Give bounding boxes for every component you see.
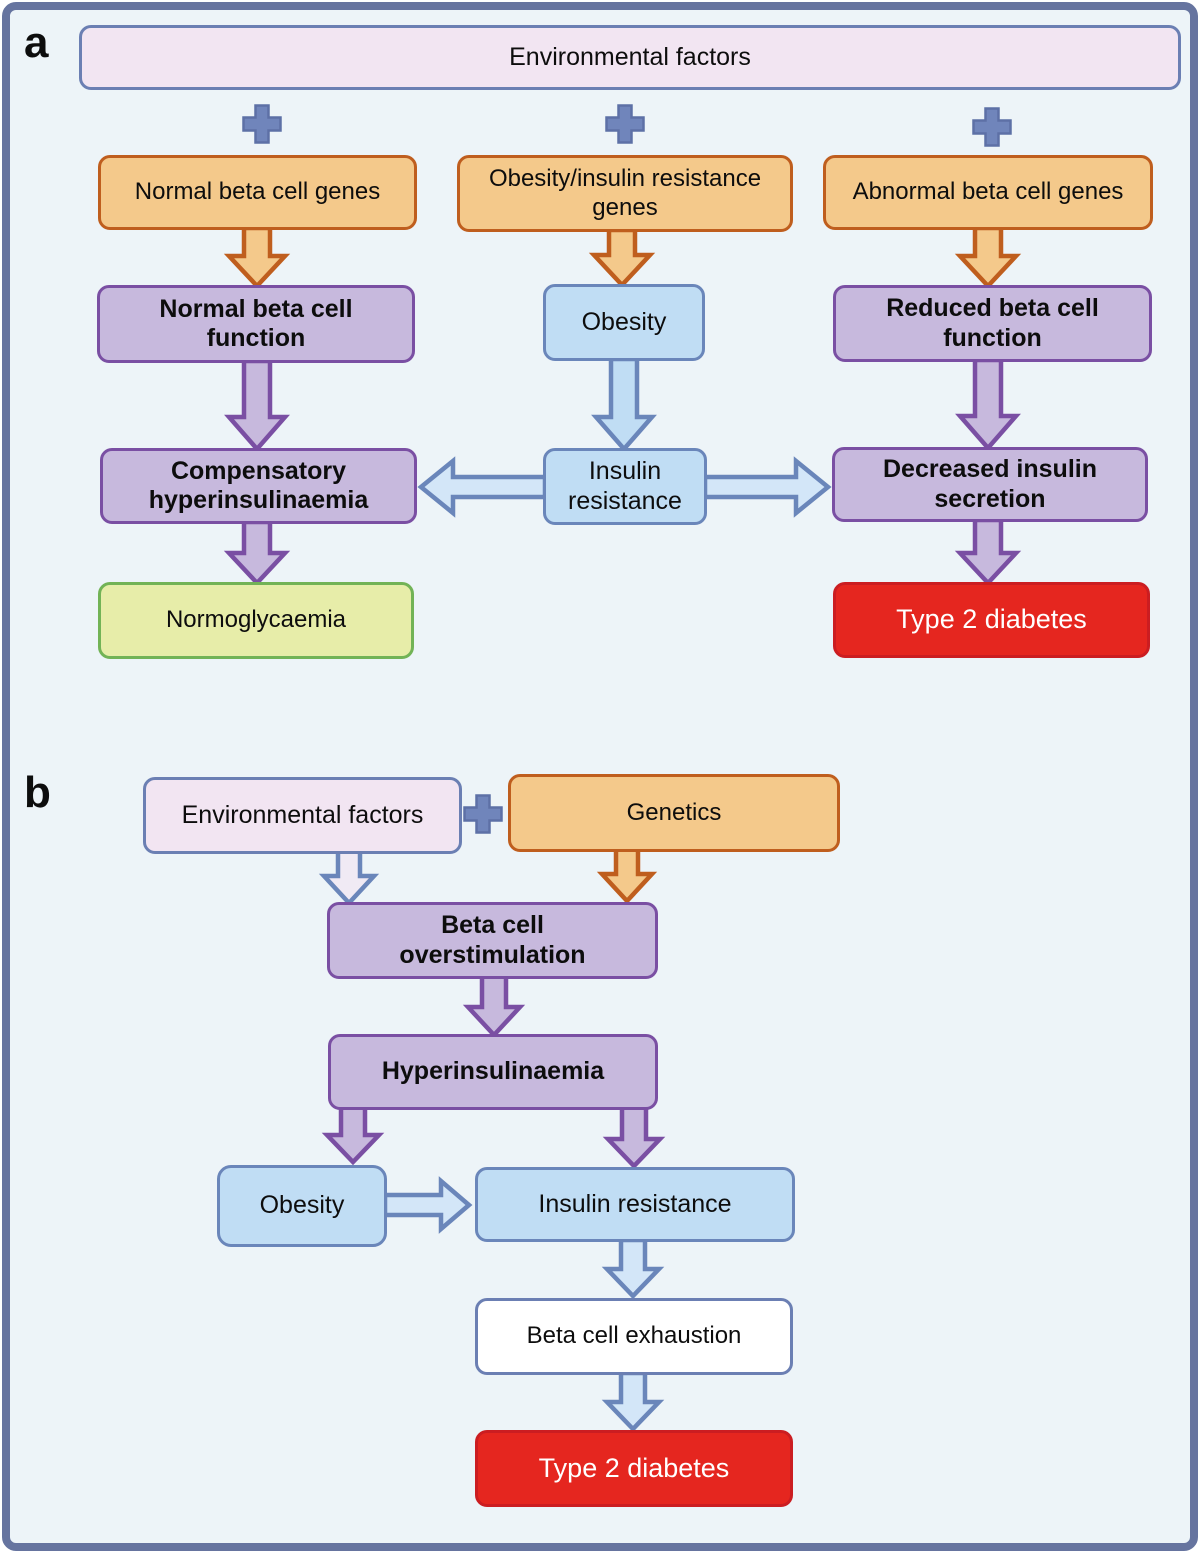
node-type-2-diabetes-b: Type 2 diabetes xyxy=(475,1430,793,1507)
node-obesity-insulin-resistance-genes: Obesity/insulin resistance genes xyxy=(457,155,793,232)
node-environmental-factors-a: Environmental factors xyxy=(79,25,1181,90)
node-beta-cell-overstimulation: Beta cell overstimulation xyxy=(327,902,658,979)
node-normal-beta-cell-function: Normal beta cell function xyxy=(97,285,415,363)
panel-a-label: a xyxy=(24,18,49,67)
node-beta-cell-exhaustion: Beta cell exhaustion xyxy=(475,1298,793,1375)
node-abnormal-beta-cell-genes: Abnormal beta cell genes xyxy=(823,155,1153,230)
node-genetics: Genetics xyxy=(508,774,840,852)
node-compensatory-hyperinsulinaemia: Compensatory hyperinsulinaemia xyxy=(100,448,417,524)
node-decreased-insulin-secretion: Decreased insulin secretion xyxy=(832,447,1148,522)
node-normal-beta-cell-genes: Normal beta cell genes xyxy=(98,155,417,230)
node-normoglycaemia: Normoglycaemia xyxy=(98,582,414,659)
node-environmental-factors-b: Environmental factors xyxy=(143,777,462,854)
node-obesity-a: Obesity xyxy=(543,284,705,361)
panel-b-label: b xyxy=(24,768,51,817)
node-hyperinsulinaemia: Hyperinsulinaemia xyxy=(328,1034,658,1110)
node-obesity-b: Obesity xyxy=(217,1165,387,1247)
node-insulin-resistance-a: Insulin resistance xyxy=(543,448,707,525)
node-reduced-beta-cell-function: Reduced beta cell function xyxy=(833,285,1152,362)
node-insulin-resistance-b: Insulin resistance xyxy=(475,1167,795,1242)
node-type-2-diabetes-a: Type 2 diabetes xyxy=(833,582,1150,658)
